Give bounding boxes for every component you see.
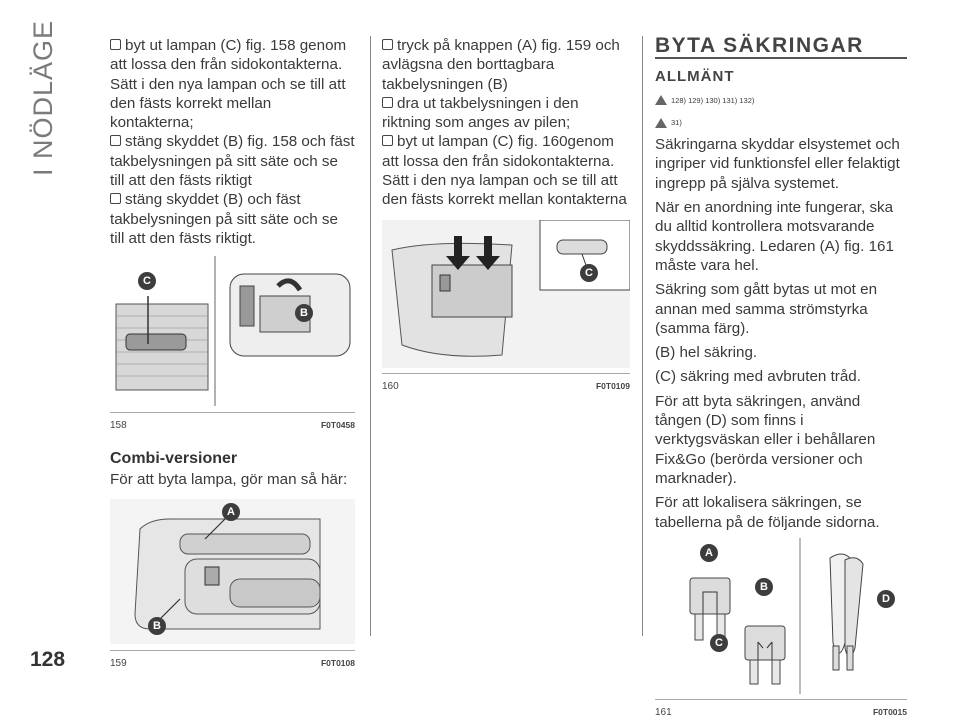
fig158-label-c: C (138, 272, 156, 291)
fig161-label-b: B (755, 577, 773, 596)
figure-caption: 158 F0T0458 (110, 416, 355, 435)
column-3: BYTA SÄKRINGAR ALLMÄNT 128) 129) 130) 13… (655, 35, 907, 722)
section-heading: Combi-versioner (110, 449, 238, 467)
bullet-icon (110, 193, 121, 205)
paragraph: (C) säkring med avbruten tråd. (655, 368, 861, 386)
paragraph: För att lokalisera säkringen, se tabelle… (655, 494, 880, 531)
warning-ref-text: 128) 129) 130) 131) 132) (671, 95, 755, 105)
caution-ref-text: 31) (671, 117, 682, 127)
fig161-label-d: D (877, 589, 895, 608)
side-title-text: I NÖDLÄGE (28, 19, 58, 176)
bullet-item: dra ut takbelysningen i den riktning som… (382, 94, 630, 133)
figure-code: F0T0108 (320, 657, 355, 668)
column-divider (370, 36, 371, 636)
figure-161-illustration (655, 537, 907, 694)
figure-158: C B (110, 256, 355, 413)
side-section-title: I NÖDLÄGE (28, 20, 84, 176)
bullet-item: stäng skyddet (B) fig. 158 och fäst takb… (110, 132, 355, 190)
paragraph: Säkringarna skyddar elsystemet och ingri… (655, 136, 900, 192)
figure-160: C (382, 219, 631, 374)
bullet-item: tryck på knappen (A) fig. 159 och avlägs… (382, 36, 630, 94)
figure-number: 159 (110, 657, 127, 669)
bullet-icon (382, 135, 393, 147)
figure-code: F0T0458 (320, 419, 355, 430)
caution-refs: 31) (655, 113, 907, 132)
column-divider (642, 36, 643, 636)
bullet-text: tryck på knappen (A) fig. 159 och avlägs… (382, 37, 620, 93)
figure-159: A B (110, 499, 355, 651)
section-title: BYTA SÄKRINGAR (655, 35, 907, 60)
figure-160-illustration (382, 219, 631, 368)
figure-number: 161 (655, 707, 672, 719)
bullet-text: byt ut lampan (C) fig. 160genom att loss… (382, 133, 627, 209)
figure-code: F0T0015 (872, 707, 907, 718)
column-1: byt ut lampan (C) fig. 158 genom att los… (110, 36, 355, 673)
paragraph: (B) hel säkring. (655, 344, 758, 362)
fig161-label-a: A (700, 543, 718, 562)
subsection-title: ALLMÄNT (655, 68, 735, 86)
paragraph: När en anordning inte fungerar, ska du a… (655, 199, 894, 274)
bullet-icon (382, 96, 393, 108)
warning-icon (655, 95, 667, 106)
bullet-text: stäng skyddet (B) och fäst takbelysninge… (110, 191, 338, 247)
figure-158-illustration (110, 256, 355, 407)
fig158-label-b: B (295, 304, 313, 323)
bullet-text: dra ut takbelysningen i den riktning som… (382, 94, 579, 132)
figure-code: F0T0109 (595, 380, 630, 391)
figure-caption: 161 F0T0015 (655, 703, 907, 722)
bullet-item: stäng skyddet (B) och fäst takbelysninge… (110, 190, 355, 248)
fig161-label-c: C (710, 633, 728, 652)
intro-text: För att byta lampa, gör man så här: (110, 471, 348, 489)
column-2: tryck på knappen (A) fig. 159 och avlägs… (382, 36, 631, 396)
bullet-icon (110, 39, 121, 50)
figure-161: A B C D (655, 537, 907, 701)
bullet-item: byt ut lampan (C) fig. 158 genom att los… (110, 36, 355, 132)
bullet-item: byt ut lampan (C) fig. 160genom att loss… (382, 132, 630, 209)
fig159-label-b: B (148, 617, 166, 636)
bullet-text: byt ut lampan (C) fig. 158 genom att los… (110, 37, 347, 132)
fig160-label-c: C (580, 263, 598, 282)
figure-caption: 160 F0T0109 (382, 377, 630, 396)
figure-number: 160 (382, 380, 399, 392)
figure-number: 158 (110, 419, 127, 431)
figure-caption: 159 F0T0108 (110, 654, 355, 673)
warning-refs: 128) 129) 130) 131) 132) (655, 91, 907, 110)
fig159-label-a: A (222, 503, 240, 522)
figure-159-illustration (110, 499, 355, 645)
bullet-icon (110, 135, 121, 147)
caution-icon (655, 117, 667, 128)
bullet-icon (382, 39, 393, 50)
paragraph: För att byta säkringen, använd tången (D… (655, 392, 876, 487)
paragraph: Säkring som gått bytas ut mot en annan m… (655, 281, 878, 337)
bullet-text: stäng skyddet (B) fig. 158 och fäst takb… (110, 133, 355, 190)
page-number: 128 (30, 648, 66, 671)
